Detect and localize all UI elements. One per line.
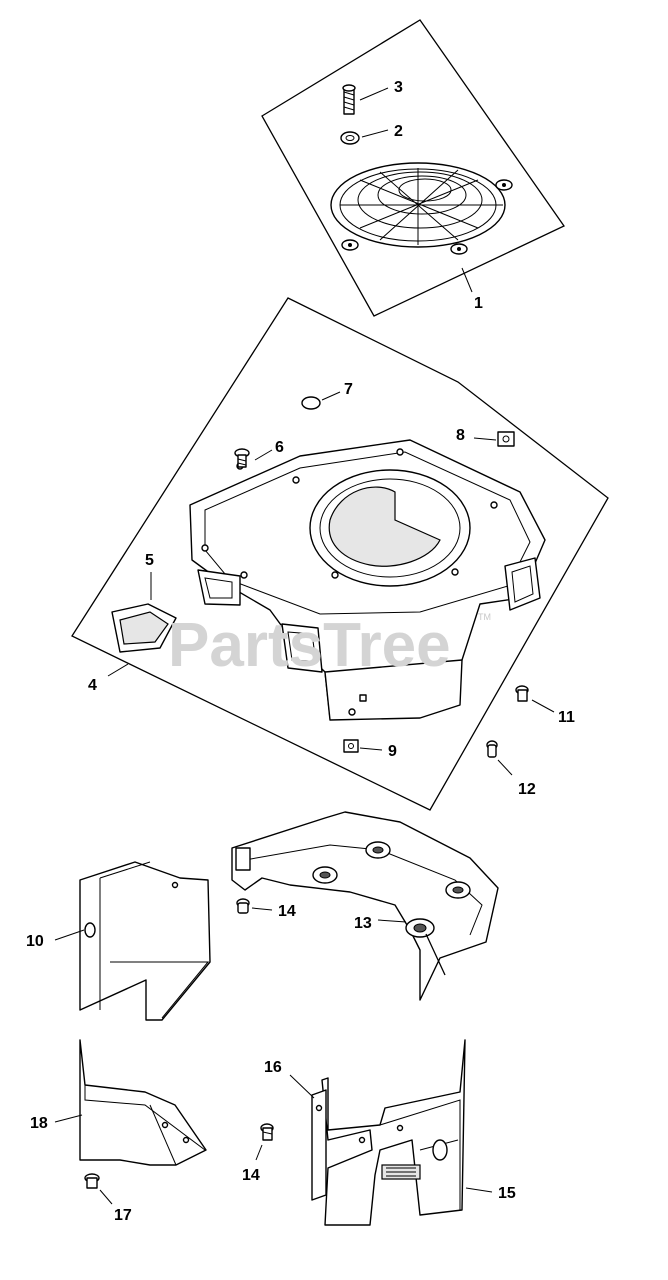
side-shroud — [54, 1039, 207, 1166]
callout-8: 8 — [456, 427, 465, 444]
callout-11: 11 — [558, 709, 575, 726]
bracket-part — [289, 1074, 327, 1201]
callout-labels: 1 2 3 4 5 6 7 8 9 10 11 12 13 14 14 15 1… — [26, 79, 575, 1224]
blower-housing-group — [71, 297, 609, 811]
screw-part — [515, 685, 529, 702]
callout-6: 6 — [275, 439, 284, 456]
watermark: PartsTree TM — [168, 611, 491, 680]
washer-part — [340, 131, 360, 145]
svg-text:TM: TM — [478, 612, 491, 622]
callout-17: 17 — [114, 1207, 132, 1224]
callout-15: 15 — [498, 1185, 516, 1202]
shroud-part — [54, 861, 211, 1021]
callout-3: 3 — [394, 79, 403, 96]
blower-housing — [189, 439, 546, 721]
screw-part — [84, 1173, 113, 1205]
callout-7: 7 — [344, 381, 353, 398]
stud-part — [236, 898, 273, 914]
callout-16: 16 — [264, 1059, 282, 1076]
screw-part — [342, 84, 356, 115]
fan-grille — [330, 162, 513, 255]
callout-14-upper: 14 — [278, 903, 296, 920]
clip-part — [343, 739, 359, 753]
screw-part — [234, 448, 250, 468]
clip-part — [497, 431, 515, 447]
baffle-plate — [231, 811, 499, 1001]
callout-9: 9 — [388, 743, 397, 760]
baffle-part — [111, 603, 177, 653]
callout-5: 5 — [145, 552, 154, 569]
callout-1: 1 — [474, 295, 483, 312]
callout-10: 10 — [26, 933, 44, 950]
svg-text:PartsTree: PartsTree — [168, 611, 451, 680]
stud-part — [486, 740, 498, 758]
callout-13: 13 — [354, 915, 372, 932]
callout-4: 4 — [88, 677, 97, 694]
callout-2: 2 — [394, 123, 403, 140]
callout-12: 12 — [518, 781, 536, 798]
rear-shroud — [321, 1039, 493, 1226]
grille-group — [261, 19, 565, 317]
screw-part — [255, 1123, 274, 1161]
plug-part — [301, 396, 321, 410]
callout-18: 18 — [30, 1115, 48, 1132]
callout-14-lower: 14 — [242, 1167, 260, 1184]
